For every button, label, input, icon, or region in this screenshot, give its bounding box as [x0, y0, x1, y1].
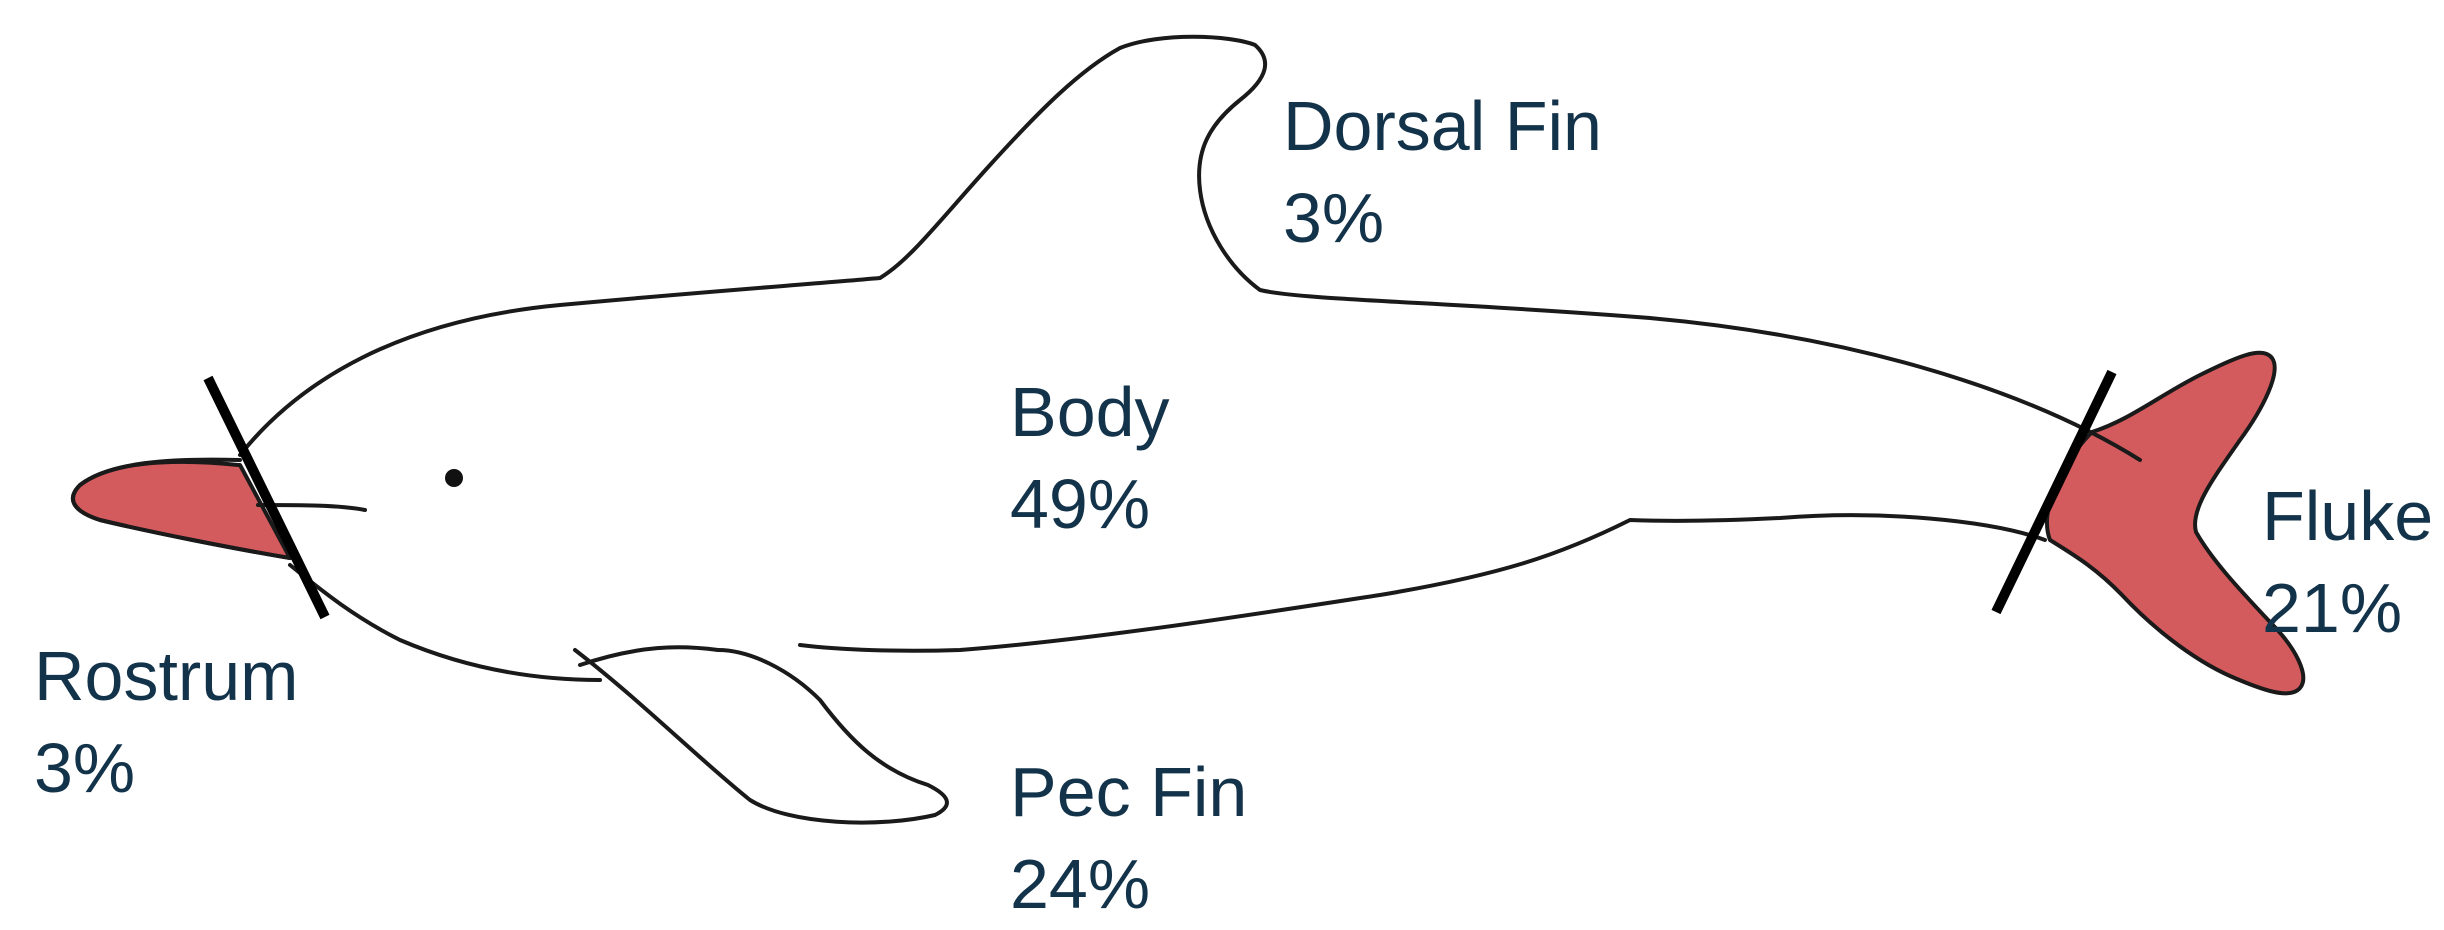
- rostrum-label: Rostrum 3%: [34, 630, 298, 814]
- fluke-name: Fluke: [2262, 470, 2433, 562]
- pec-fin-outline: [575, 650, 947, 823]
- body-name: Body: [1010, 366, 1170, 458]
- dorsal-fin-name: Dorsal Fin: [1283, 80, 1602, 172]
- eye: [445, 469, 463, 487]
- dorsal-fin-percent: 3%: [1283, 172, 1602, 264]
- fluke-percent: 21%: [2262, 562, 2433, 654]
- fluke-label: Fluke 21%: [2262, 470, 2433, 654]
- pec-fin-percent: 24%: [1010, 838, 1247, 930]
- body-outline: [240, 37, 2140, 680]
- rostrum-name: Rostrum: [34, 630, 298, 722]
- body-percent: 49%: [1010, 458, 1170, 550]
- rostrum-percent: 3%: [34, 722, 298, 814]
- pec-fin-label: Pec Fin 24%: [1010, 746, 1247, 930]
- body-label: Body 49%: [1010, 366, 1170, 550]
- pec-fin-name: Pec Fin: [1010, 746, 1247, 838]
- dorsal-fin-label: Dorsal Fin 3%: [1283, 80, 1602, 264]
